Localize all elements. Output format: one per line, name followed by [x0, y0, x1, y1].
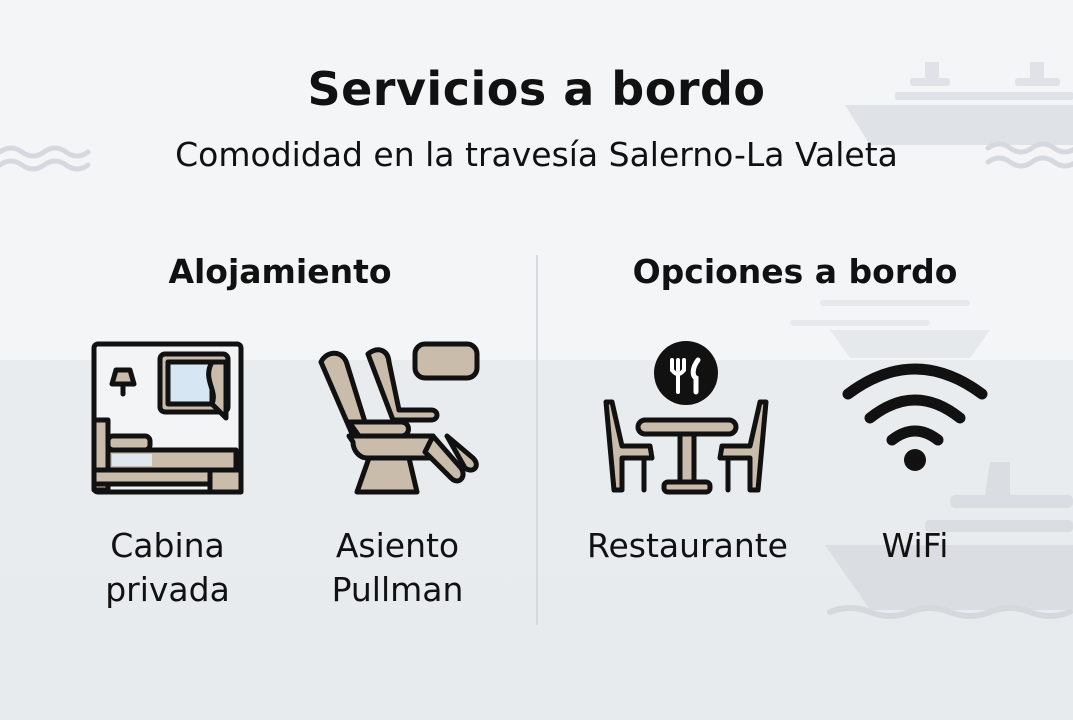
label-line: privada [105, 570, 230, 609]
page-subtitle: Comodidad en la travesía Salerno-La Vale… [175, 135, 898, 174]
label-line: Pullman [331, 570, 464, 609]
item-label-restaurant: Restaurante [587, 526, 788, 565]
reclining-seat-icon [318, 341, 480, 495]
restaurant-table-icon [603, 341, 769, 495]
page-title: Servicios a bordo [307, 62, 766, 116]
waves-right-icon [985, 141, 1073, 169]
waves-bottom-icon [827, 605, 1073, 619]
waves-left-icon [0, 145, 91, 172]
label-line: Cabina [110, 526, 225, 565]
item-label-pullman-seat: Asiento Pullman [310, 524, 485, 612]
ship-silhouette-top-icon [845, 62, 1073, 145]
item-label-private-cabin: Cabina privada [80, 524, 255, 612]
section-title-accommodation: Alojamiento [168, 252, 392, 291]
cabin-bed-icon [91, 341, 244, 495]
section-divider [536, 255, 538, 625]
fork-knife-icon [670, 357, 701, 395]
wifi-icon [842, 363, 988, 471]
label-line: Asiento [335, 526, 460, 565]
section-title-onboard-options: Opciones a bordo [632, 252, 958, 291]
ship-silhouette-middle-icon [790, 300, 990, 358]
ship-silhouette-bottom-icon [825, 462, 1073, 610]
item-label-wifi: WiFi [881, 526, 949, 565]
